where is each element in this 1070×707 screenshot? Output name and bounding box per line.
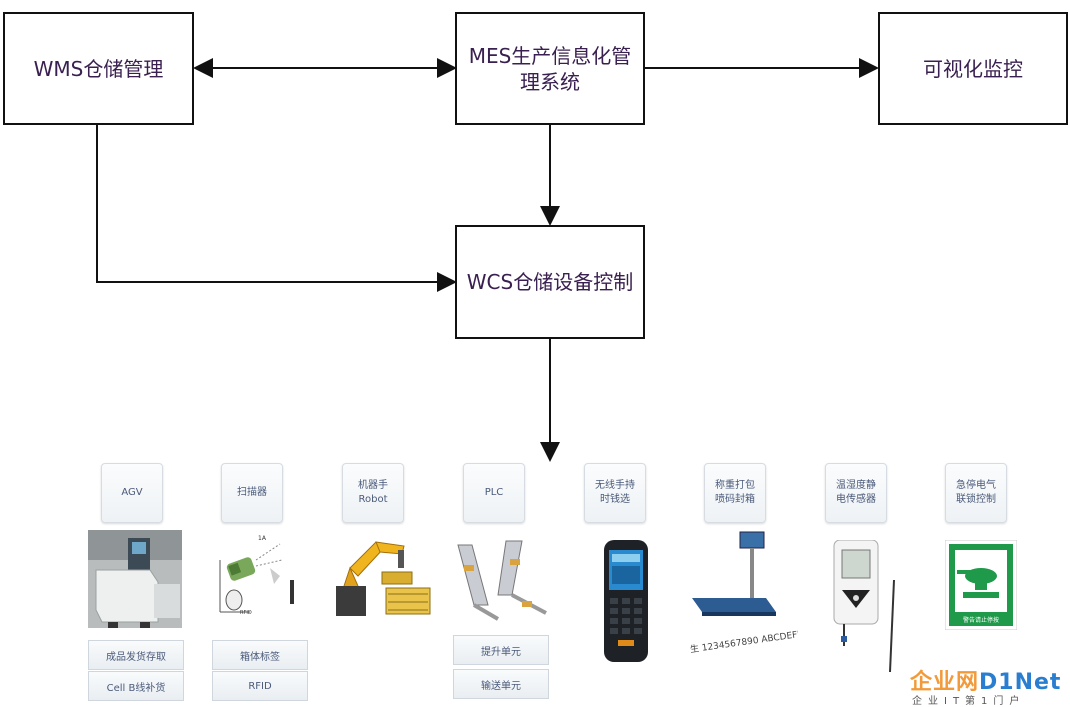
- wms-wcs-arrow: [96, 125, 457, 292]
- scanner-image: 1A RFID: [210, 530, 306, 620]
- device-tile-sensor: 温湿度静 电传感器: [825, 463, 887, 523]
- scanner-tag-label: 1A: [258, 535, 267, 542]
- scale-code-text: 生 1234567890 ABCDEFHKLE: [689, 625, 798, 655]
- plc-sub-label-conveyor: 输送单元: [453, 669, 549, 699]
- visual-monitor-label: 可视化监控: [923, 56, 1023, 81]
- wms-label: WMS仓储管理: [33, 56, 164, 81]
- device-tile-agv: AGV: [101, 463, 163, 523]
- visual-monitor-box: 可视化监控: [878, 12, 1068, 125]
- scanner-sub-label-box-tag: 箱体标签: [212, 640, 308, 670]
- mes-label-line2: 理系统: [520, 69, 580, 94]
- device-tile-scanner: 扫描器: [221, 463, 283, 523]
- watermark-brand-cn: 企业网: [910, 670, 980, 695]
- plc-sub-label-lift: 提升单元: [453, 635, 549, 665]
- wcs-box: WCS仓储设备控制: [455, 225, 645, 339]
- mes-box: MES生产信息化管 理系统: [455, 12, 645, 125]
- sensor-image: [833, 540, 895, 673]
- device-tile-robot: 机器手 Robot: [342, 463, 404, 523]
- device-tile-plc: PLC: [463, 463, 525, 523]
- agv-sub-label-shipping: 成品发货存取: [88, 640, 184, 670]
- scanner-rfid-text: RFID: [240, 610, 252, 616]
- watermark-tagline: 企业IT第1门户: [912, 696, 1026, 707]
- agv-image: [88, 530, 182, 628]
- watermark-brand-net: Net: [1014, 670, 1062, 695]
- wcs-label: WCS仓储设备控制: [466, 270, 634, 294]
- watermark-brand-d1: D1: [979, 670, 1015, 695]
- agv-sub-label-replenish: Cell B线补货: [88, 671, 184, 701]
- plc-conveyor-image: [457, 540, 547, 621]
- watermark-logo: 企业网D1Net 企业IT第1门户: [910, 664, 1070, 707]
- scale-image: 生 1234567890 ABCDEFHKLE: [689, 531, 798, 655]
- wms-box: WMS仓储管理: [3, 12, 194, 125]
- device-tile-estop: 急停电气 联锁控制: [945, 463, 1007, 523]
- watermark-brand: 企业网D1Net: [910, 664, 1061, 696]
- sign-caption: 警告请止停按: [963, 616, 999, 624]
- handheld-terminal-image: [604, 540, 648, 662]
- scanner-sub-label-rfid: RFID: [212, 671, 308, 701]
- device-tile-handheld: 无线手持 时钱选: [584, 463, 646, 523]
- mes-label-line1: MES生产信息化管: [468, 43, 632, 68]
- device-tile-scale: 称重打包 喷码封箱: [704, 463, 766, 523]
- emergency-stop-sign-image: 警告请止停按: [945, 540, 1017, 630]
- robot-image: [336, 541, 431, 616]
